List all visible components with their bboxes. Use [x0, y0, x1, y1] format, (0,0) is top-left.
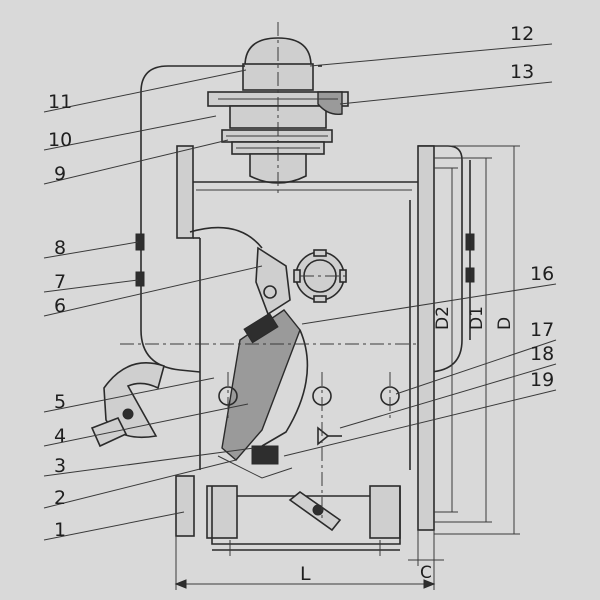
dimension-lines — [174, 145, 520, 590]
callout-11: 11 — [48, 91, 72, 113]
callout-5: 5 — [54, 391, 66, 413]
callout-2: 2 — [54, 487, 66, 509]
callout-8: 8 — [54, 237, 66, 259]
swing-disc — [189, 226, 309, 479]
callout-1: 1 — [54, 519, 66, 541]
lever-arm — [90, 416, 128, 448]
callout-19: 19 — [530, 369, 554, 391]
counterweight-lever — [90, 362, 165, 448]
disc-nut — [243, 312, 279, 344]
leader-lines — [43, 43, 557, 541]
callout-18: 18 — [530, 343, 554, 365]
callout-13: 13 — [510, 61, 534, 83]
callout-16: 16 — [530, 263, 554, 285]
dimension-d: D — [495, 317, 515, 330]
valve-item-7 — [135, 271, 145, 287]
disc-item-4 — [221, 309, 301, 461]
seat-nut — [251, 445, 279, 465]
callout-4: 4 — [54, 425, 66, 447]
callout-10: 10 — [48, 129, 72, 151]
callout-3: 3 — [54, 455, 66, 477]
base-foot-right — [369, 485, 401, 539]
valve-base — [175, 475, 401, 556]
callout-7: 7 — [54, 271, 66, 293]
dimension-l: L — [300, 563, 311, 585]
outlet-flange — [417, 145, 435, 531]
hinge-arm — [255, 246, 291, 316]
dimension-c: C — [420, 563, 432, 583]
callout-12: 12 — [510, 23, 534, 45]
callout-17: 17 — [530, 319, 554, 341]
dimension-labels: L D D1 D2 C — [300, 306, 515, 585]
center-lines — [120, 22, 420, 520]
callout-9: 9 — [54, 163, 66, 185]
valve-body — [140, 65, 463, 531]
dimension-d2: D2 — [433, 306, 453, 330]
inlet-flange-lower — [175, 475, 195, 537]
inlet-flange-upper — [176, 145, 194, 239]
dimension-d1: D1 — [467, 306, 487, 330]
callout-6: 6 — [54, 295, 66, 317]
callout-labels: 12 13 11 10 9 8 7 6 5 4 3 2 1 16 17 18 1… — [48, 23, 554, 541]
gland-item-13 — [317, 91, 343, 115]
